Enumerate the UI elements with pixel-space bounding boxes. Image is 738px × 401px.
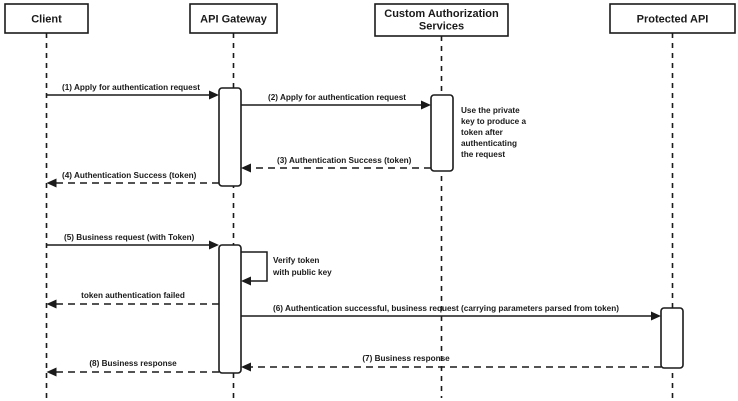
note-private-key-line-3: token after (461, 128, 504, 137)
message-self-verify-token[interactable]: Verify token with public key (241, 251, 332, 286)
message-2[interactable]: (2) Apply for authentication request (241, 93, 431, 110)
message-8-arrowhead (46, 367, 57, 377)
note-private-key-line-1: Use the private (461, 106, 520, 115)
activation-bars (218, 87, 684, 374)
participant-label-client: Client (31, 13, 62, 25)
participant-label-protected: Protected API (637, 13, 709, 25)
message-1-label: (1) Apply for authentication request (62, 83, 200, 92)
participant-gateway[interactable]: API Gateway (189, 3, 278, 34)
participant-label-authsvc-line1: Custom Authorization (384, 8, 499, 20)
activation-bar-authsvc (430, 94, 454, 172)
note-private-key-line-5: the request (461, 150, 505, 159)
participant-authsvc[interactable]: Custom Authorization Services (374, 3, 509, 37)
message-8-label: (8) Business response (89, 359, 177, 368)
participant-label-authsvc-line2: Services (419, 20, 464, 32)
message-5[interactable]: (5) Business request (with Token) (46, 233, 220, 250)
note-verify-token-line-2: with public key (272, 268, 332, 277)
message-4-arrowhead (46, 178, 57, 188)
note-verify-token-line-1: Verify token (273, 256, 319, 265)
message-3-arrowhead (241, 163, 251, 173)
message-5-arrowhead (209, 240, 219, 250)
message-4[interactable]: (4) Authentication Success (token) (46, 171, 220, 188)
activation-bar-protected (660, 307, 684, 369)
message-2-label: (2) Apply for authentication request (268, 93, 406, 102)
message-4-label: (4) Authentication Success (token) (62, 171, 197, 180)
message-6[interactable]: (6) Authentication successful, business … (241, 304, 661, 321)
message-2-arrowhead (421, 100, 431, 110)
participant-protected[interactable]: Protected API (609, 3, 736, 34)
participant-client[interactable]: Client (4, 3, 89, 34)
note-private-key: Use the private key to produce a token a… (461, 106, 527, 159)
activation-bar-gateway-auth (218, 87, 242, 187)
note-private-key-line-2: key to produce a (461, 117, 527, 126)
message-self-verify-token-line (241, 251, 268, 282)
message-3-label: (3) Authentication Success (token) (277, 156, 412, 165)
participant-label-gateway: API Gateway (200, 13, 268, 25)
message-5-label: (5) Business request (with Token) (64, 233, 195, 242)
message-7[interactable]: (7) Business response (241, 354, 661, 372)
message-7-label: (7) Business response (362, 354, 450, 363)
participant-box-protected[interactable] (609, 3, 736, 34)
participant-box-gateway[interactable] (189, 3, 278, 34)
message-token-auth-failed-label: token authentication failed (81, 291, 185, 300)
participant-box-client[interactable] (4, 3, 89, 34)
note-private-key-line-4: authenticating (461, 139, 517, 148)
message-token-auth-failed[interactable]: token authentication failed (46, 291, 220, 309)
message-token-auth-failed-arrowhead (46, 299, 57, 309)
participant-box-authsvc[interactable] (374, 3, 509, 37)
message-7-arrowhead (241, 362, 251, 372)
message-1[interactable]: (1) Apply for authentication request (46, 83, 220, 100)
message-1-arrowhead (209, 90, 219, 100)
message-8[interactable]: (8) Business response (46, 359, 220, 377)
message-self-verify-token-arrowhead (241, 276, 251, 286)
message-3[interactable]: (3) Authentication Success (token) (241, 156, 431, 173)
message-6-label: (6) Authentication successful, business … (273, 304, 619, 313)
message-6-arrowhead (651, 311, 661, 321)
activation-bar-gateway-business (218, 244, 242, 374)
